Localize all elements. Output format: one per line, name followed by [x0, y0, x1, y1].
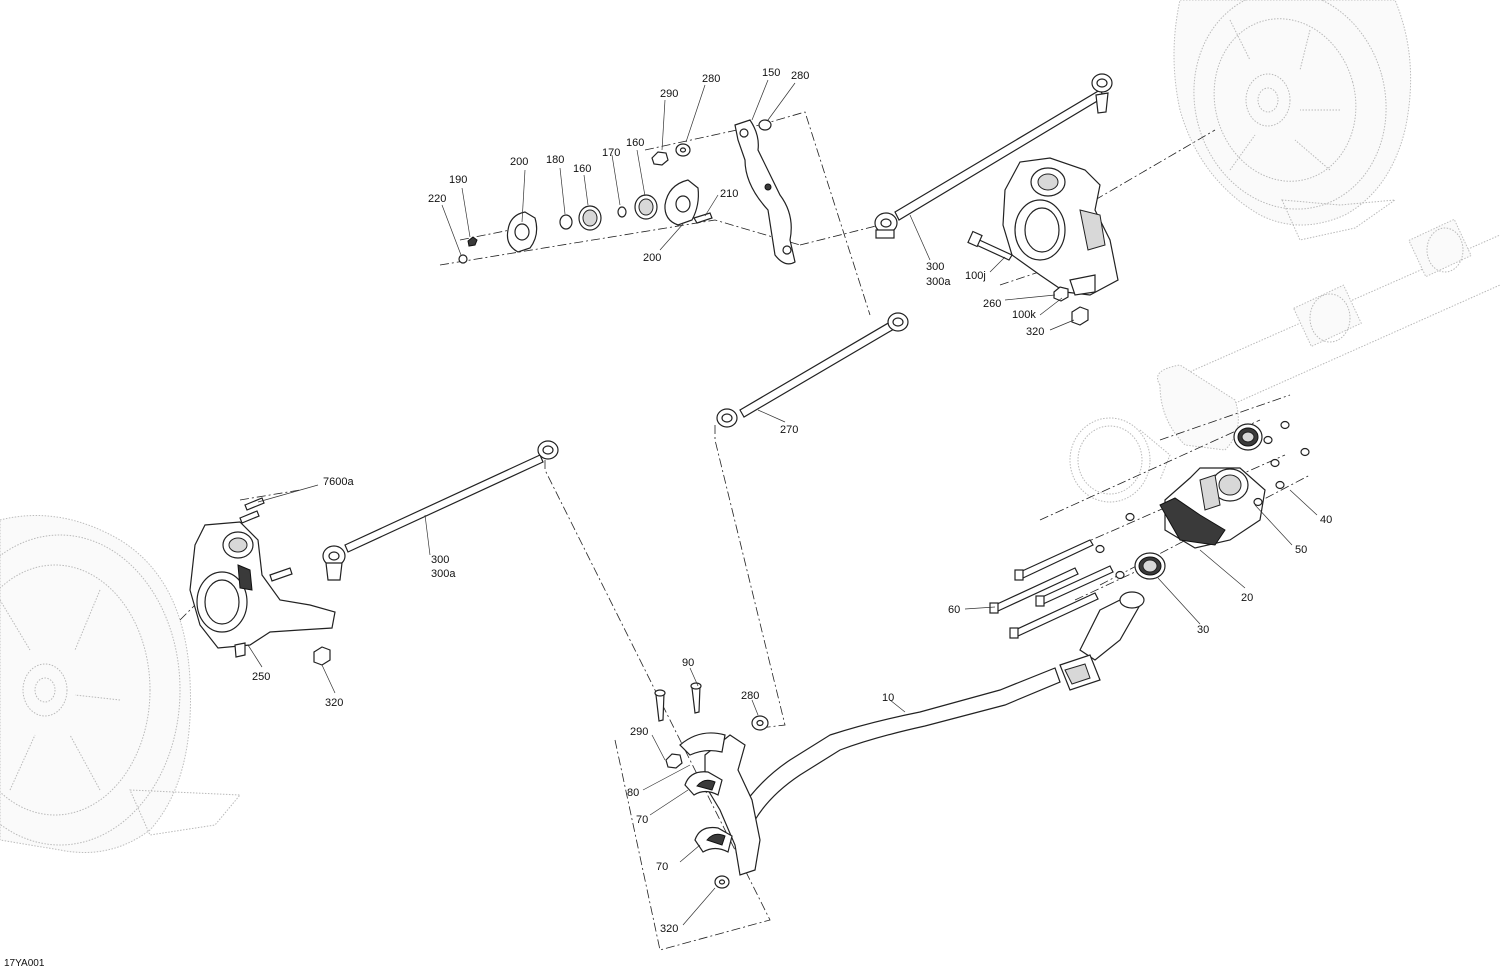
callout-290-lower: 290	[630, 726, 648, 738]
callout-250: 250	[252, 671, 270, 683]
callout-200-right: 200	[643, 252, 661, 264]
bolt-210	[693, 212, 713, 224]
callout-280-bracket: 280	[791, 70, 809, 82]
knuckle-right	[967, 157, 1119, 326]
callout-30: 30	[1197, 624, 1209, 636]
steering-housing	[989, 420, 1310, 639]
spacer-170	[617, 206, 627, 218]
nut-290-top	[651, 151, 669, 166]
callout-320-right: 320	[1026, 326, 1044, 338]
right-wheel-ghost	[1173, 0, 1412, 241]
callout-20: 20	[1241, 592, 1253, 604]
driveshaft-ghost	[1069, 218, 1500, 503]
callout-320-left: 320	[325, 697, 343, 709]
callout-260: 260	[983, 298, 1001, 310]
callout-280-top: 280	[702, 73, 720, 85]
upper-bracket-assembly	[458, 119, 796, 265]
callout-300-left: 300	[431, 554, 449, 566]
callout-10: 10	[882, 692, 894, 704]
callout-290-top: 290	[660, 88, 678, 100]
callout-300a-left: 300a	[431, 568, 456, 580]
callout-190: 190	[449, 174, 467, 186]
callout-180: 180	[546, 154, 564, 166]
bracket-150	[734, 119, 796, 265]
callout-labels: 290 280 150 280 200 180 170 160 160 190 …	[252, 67, 1332, 935]
bolt-60-a	[1019, 539, 1094, 579]
callout-300-right: 300	[926, 261, 944, 273]
callout-170: 170	[602, 147, 620, 159]
callout-50: 50	[1295, 544, 1307, 556]
steering-column	[739, 591, 1145, 821]
callout-280-lower: 280	[741, 690, 759, 702]
nut-290-lower	[665, 753, 683, 769]
tie-rod-left	[322, 440, 559, 581]
leader-lines	[247, 79, 1318, 926]
knuckle-left	[189, 497, 336, 666]
callout-200-left: 200	[510, 156, 528, 168]
lower-bracket-assembly	[654, 682, 769, 889]
callout-220: 220	[428, 193, 446, 205]
nut-320-right	[1071, 306, 1089, 326]
left-wheel-ghost	[0, 515, 242, 853]
callout-210: 210	[720, 188, 738, 200]
callout-40: 40	[1320, 514, 1332, 526]
callout-320-lower: 320	[660, 923, 678, 935]
figure-code: 17YA001	[4, 958, 45, 969]
callout-100k: 100k	[1012, 309, 1036, 321]
callout-160-right: 160	[626, 137, 644, 149]
callout-150: 150	[762, 67, 780, 79]
spacer-180	[559, 214, 573, 230]
callout-160-left: 160	[573, 163, 591, 175]
nut-190	[467, 236, 478, 247]
callout-7600a: 7600a	[323, 476, 354, 488]
callout-60: 60	[948, 604, 960, 616]
tie-rod-right	[874, 73, 1113, 239]
lower-bracket	[704, 734, 761, 876]
callout-300a-right: 300a	[926, 276, 951, 288]
callout-100j: 100j	[965, 270, 986, 282]
callout-70-a: 70	[636, 814, 648, 826]
bolt-60-d	[1014, 592, 1099, 637]
washer-280-bracket	[758, 119, 772, 131]
callout-90: 90	[682, 657, 694, 669]
callout-270: 270	[780, 424, 798, 436]
nut-320-left	[313, 646, 331, 666]
washer-220	[458, 254, 468, 264]
rod-270	[716, 312, 909, 428]
callout-70-b: 70	[656, 861, 668, 873]
callout-80: 80	[627, 787, 639, 799]
